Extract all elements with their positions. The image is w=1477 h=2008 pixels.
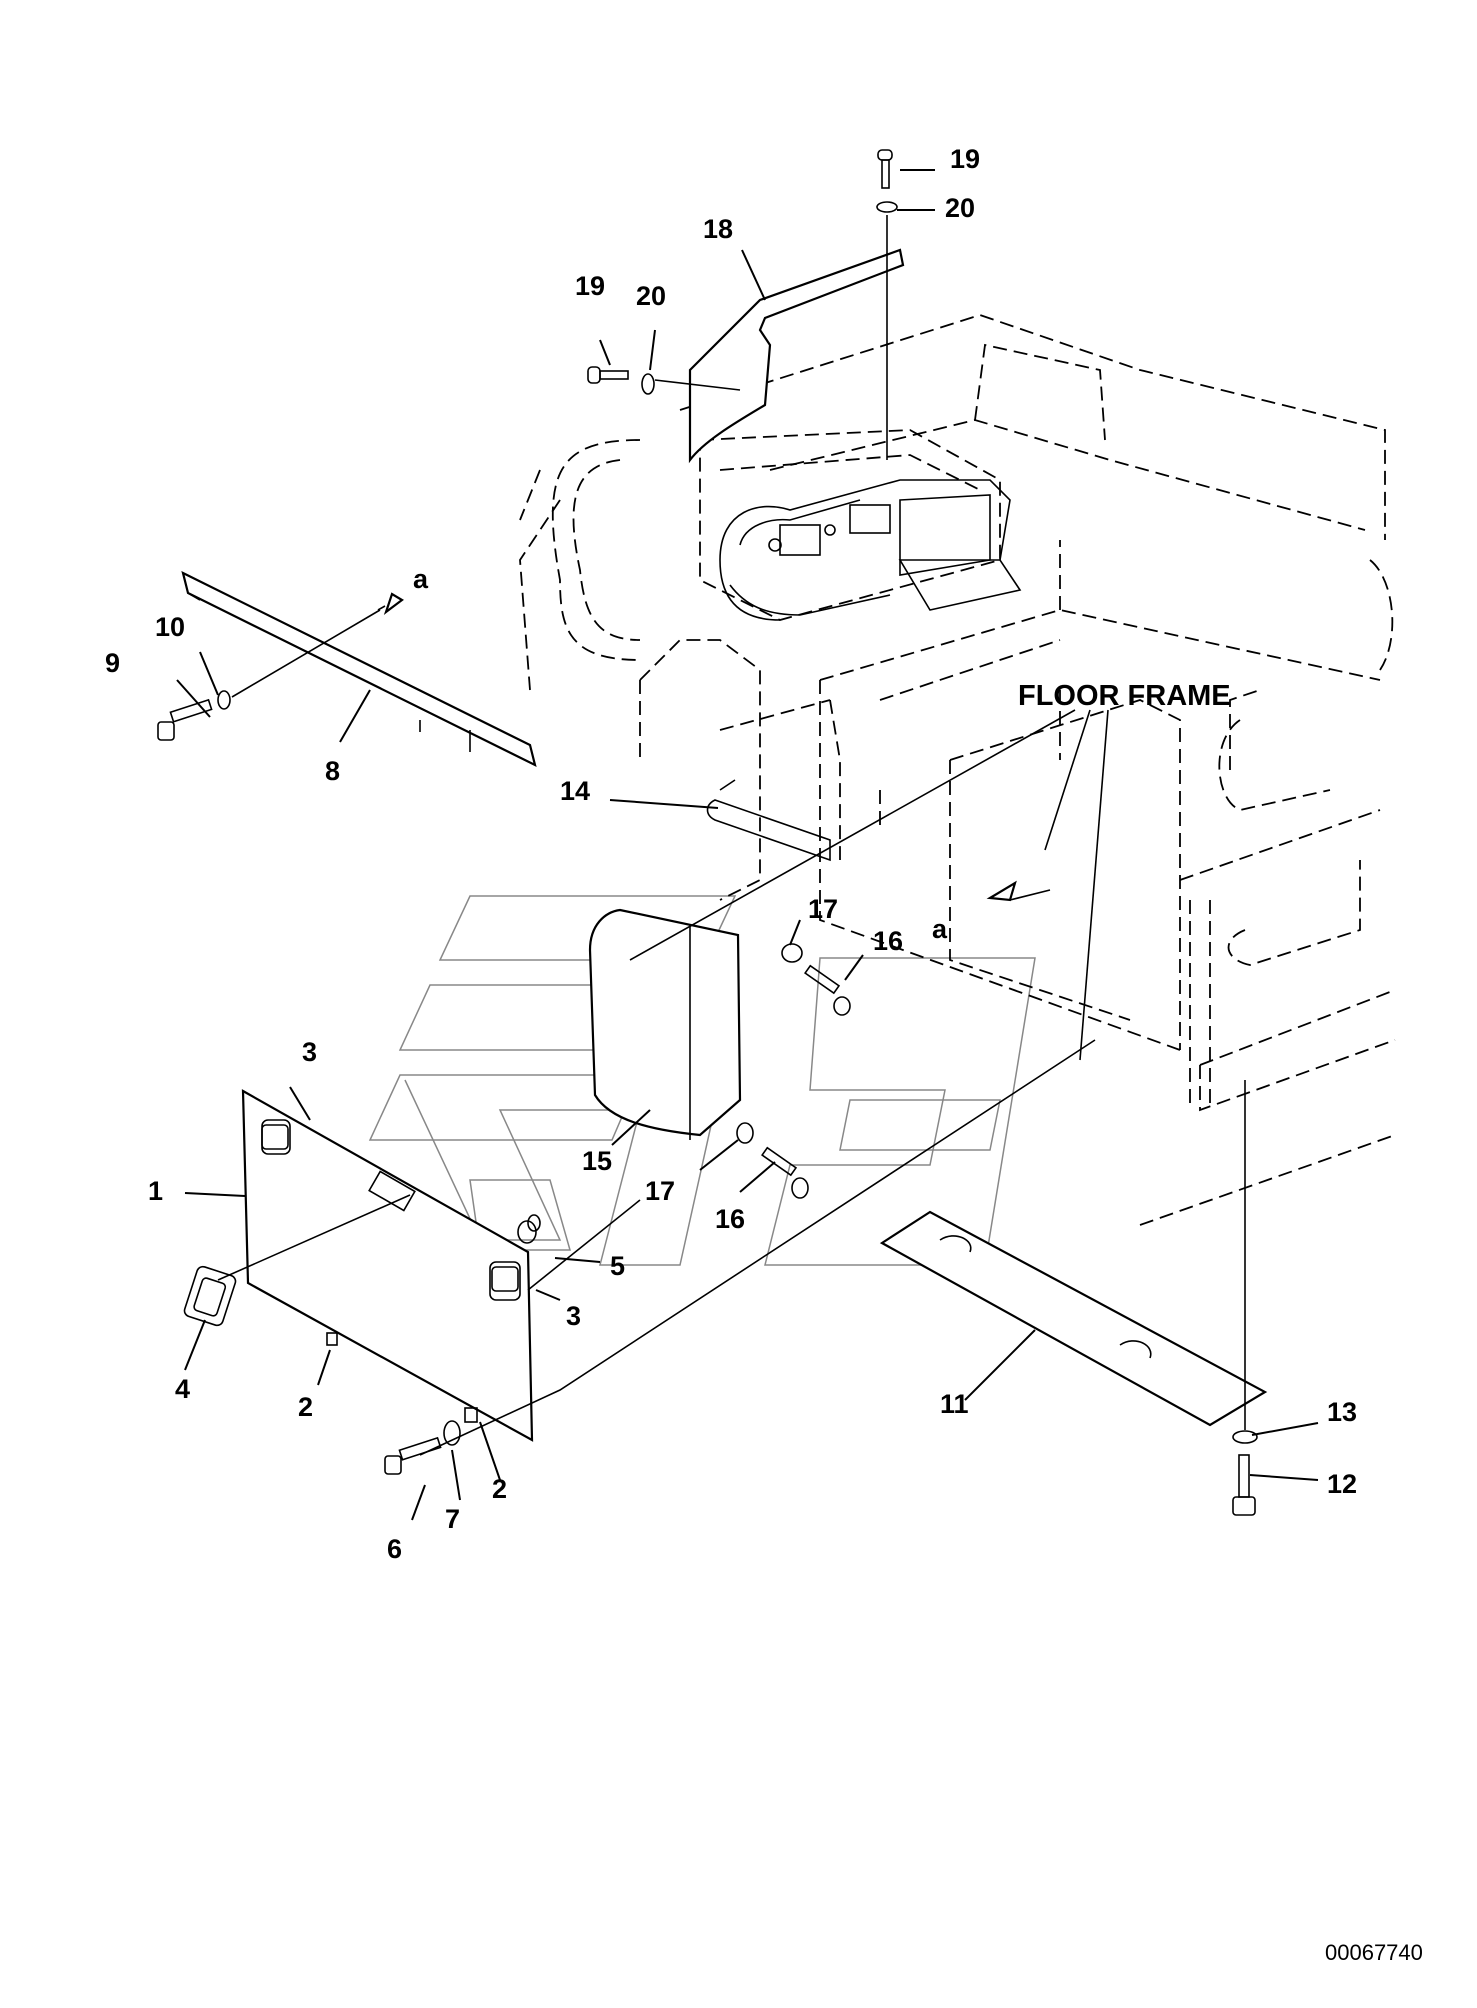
- floor-frame-label: FLOOR FRAME: [1018, 680, 1231, 712]
- callout-3-lower: 3: [566, 1301, 581, 1331]
- callout-12: 12: [1327, 1469, 1357, 1499]
- callout-6: 6: [387, 1534, 402, 1564]
- console-cluster: [719, 479, 1022, 621]
- fastener-group: [157, 149, 1258, 1516]
- callout-11: 11: [940, 1389, 969, 1419]
- part-14-bracket: [706, 779, 831, 862]
- callout-18: 18: [703, 214, 733, 244]
- part-11-floor-plate: [879, 1210, 1268, 1427]
- part-1-cover-panel: [241, 1089, 534, 1442]
- part-18-upper-cover: [688, 248, 905, 464]
- callout-19-top: 19: [950, 144, 980, 174]
- callout-labels: 19 20 18 19 20 a 10 9 8 FLOOR FRAME 14 1…: [105, 144, 1423, 1965]
- part-8-channel-bar: [181, 570, 537, 768]
- part-4-handle: [183, 1265, 237, 1327]
- leader-lines: [176, 169, 1319, 1521]
- callout-9: 9: [105, 648, 120, 678]
- callout-14: 14: [560, 776, 590, 806]
- callout-3-upper: 3: [302, 1037, 317, 1067]
- callout-8: 8: [325, 756, 340, 786]
- callout-7: 7: [445, 1504, 460, 1534]
- document-number: 00067740: [1325, 1940, 1423, 1965]
- callout-15: 15: [582, 1146, 612, 1176]
- callout-19-left: 19: [575, 271, 605, 301]
- floor-frame: [519, 314, 1396, 1226]
- callout-20-top: 20: [945, 193, 975, 223]
- callout-17-upper: 17: [808, 894, 838, 924]
- callout-16-lower: 16: [715, 1204, 745, 1234]
- callout-16-upper: 16: [873, 926, 903, 956]
- callout-2-right: 2: [492, 1474, 507, 1504]
- callout-17-lower: 17: [645, 1176, 675, 1206]
- view-marker-a-lower: a: [932, 914, 948, 944]
- callout-5: 5: [610, 1251, 625, 1281]
- callout-1: 1: [148, 1176, 163, 1206]
- callout-2-left: 2: [298, 1392, 313, 1422]
- callout-20-left: 20: [636, 281, 666, 311]
- callout-10: 10: [155, 612, 185, 642]
- part-15-side-panel: [588, 908, 742, 1140]
- callout-13: 13: [1327, 1397, 1357, 1427]
- callout-4: 4: [175, 1374, 190, 1404]
- view-marker-a-upper: a: [413, 564, 429, 594]
